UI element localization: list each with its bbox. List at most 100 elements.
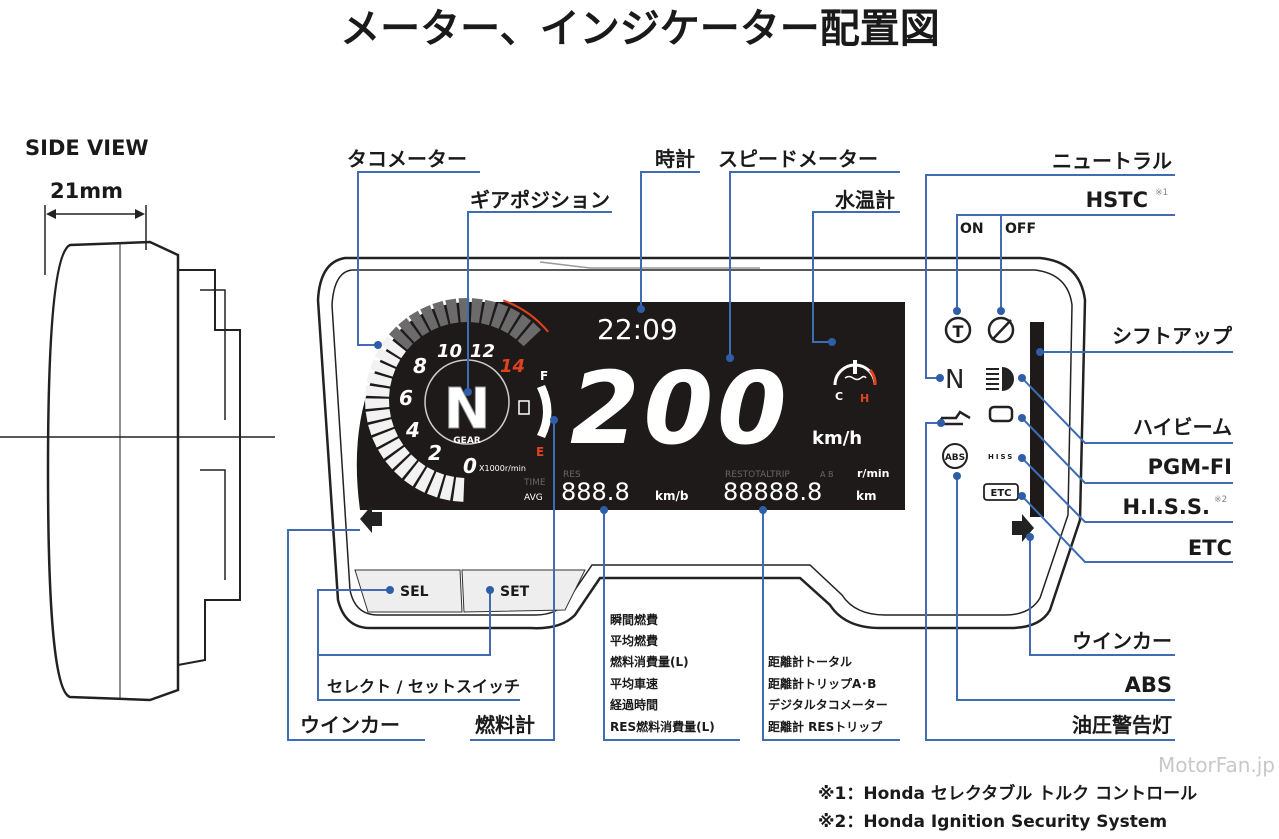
fuel-full-label: F <box>540 369 548 383</box>
fuel-gauge: F E <box>518 369 552 459</box>
tach-tick-14: 14 <box>500 356 525 377</box>
label-clock: 時計 <box>655 147 695 171</box>
tach-segment <box>366 372 392 387</box>
tach-redzone <box>502 299 549 333</box>
tach-segment <box>365 409 391 423</box>
meter-housing <box>316 256 1087 630</box>
tach-tick-12: 12 <box>470 341 495 362</box>
tach-segment <box>398 317 421 343</box>
tach-segment <box>490 302 509 329</box>
etc-icon <box>983 483 1019 501</box>
fuel-info-list: 瞬間燃費 平均燃費 燃料消費量(L) 平均車速 経過時間 RES燃料消費量(L) <box>610 612 715 734</box>
label-oil-warning: 油圧警告灯 <box>1072 713 1172 737</box>
avg-label: AVG <box>524 493 543 503</box>
tach-segment <box>381 336 406 359</box>
etc-icon-text: ETC <box>991 488 1012 499</box>
label-etc: ETC <box>1188 536 1232 560</box>
tach-segment <box>374 347 401 367</box>
odo-list-item: デジタルタコメーター <box>768 697 888 712</box>
fuel-pump-icon <box>518 400 530 415</box>
tach-segment <box>509 314 532 340</box>
tach-segment <box>408 310 430 336</box>
label-hstc-off: OFF <box>1005 221 1036 237</box>
watermark: MotorFan.jp <box>1158 753 1275 777</box>
fuel-list-item: RES燃料消費量(L) <box>610 719 715 734</box>
tach-segment <box>452 477 465 502</box>
clock-display: 22:09 <box>597 313 678 346</box>
set-button[interactable]: SET <box>500 584 530 600</box>
tach-segment <box>365 385 390 397</box>
label-high-beam: ハイビーム <box>1133 415 1232 439</box>
fuel-list-item: 瞬間燃費 <box>610 612 658 627</box>
tach-tick-0: 0 <box>463 454 477 478</box>
coolant-icon <box>844 360 867 381</box>
footnote-1: ※1：Honda セレクタブル トルク コントロール <box>818 783 1197 804</box>
label-gear-position: ギアポジション <box>470 188 610 212</box>
tachometer <box>365 298 549 502</box>
hstc-note: ※1 <box>1155 188 1168 198</box>
odo-ab: A B <box>820 470 834 479</box>
page-title: メーター、インジケーター配置図 <box>340 6 940 52</box>
odo-header: RESTOTALTRIP <box>725 470 790 480</box>
hstc-on-icon-glyph: T <box>953 322 964 341</box>
speed-unit: km/h <box>812 428 862 449</box>
label-winker-right: ウインカー <box>1072 629 1172 653</box>
water-temp-gauge: C H <box>833 360 877 405</box>
gear-label: GEAR <box>453 436 481 446</box>
tach-tick-10: 10 <box>437 341 462 362</box>
tach-segment <box>481 299 496 326</box>
label-pgm-fi: PGM-FI <box>1148 455 1232 479</box>
high-beam-icon <box>1002 367 1014 391</box>
hstc-on-icon <box>944 316 972 344</box>
label-hiss: H.I.S.S. <box>1122 495 1210 519</box>
odometer-unit: km <box>856 489 876 503</box>
abs-icon <box>942 443 968 469</box>
label-water-temp: 水温計 <box>835 188 895 212</box>
temp-cold-label: C <box>835 390 843 403</box>
fuel-list-item: 燃料消費量(L) <box>610 654 689 669</box>
tach-segment <box>368 419 394 436</box>
tach-segment <box>500 307 521 334</box>
indicators: T N ABS HISS ETC <box>360 316 1034 542</box>
odo-rpm-unit: r/min <box>857 467 890 480</box>
label-speedometer: スピードメーター <box>718 147 878 171</box>
tach-unit: X1000r/min <box>479 464 526 473</box>
set-button-label: SET <box>500 584 530 600</box>
side-view: SIDE VIEW 21mm <box>0 136 275 702</box>
leader-lines <box>287 171 1233 741</box>
hstc-off-icon <box>987 316 1015 344</box>
tach-segment <box>439 475 455 501</box>
tach-segment <box>394 454 418 479</box>
tach-tick-4: 4 <box>405 418 420 442</box>
tach-segment <box>378 438 404 459</box>
tach-segment <box>372 428 398 448</box>
hiss-icon: HISS <box>988 453 1014 461</box>
speed-display: 200 <box>570 350 791 467</box>
trip-economy-value: 888.8 <box>561 478 630 506</box>
tach-segment <box>458 298 470 323</box>
oil-pressure-icon <box>939 410 971 426</box>
sel-button[interactable]: SEL <box>400 584 429 600</box>
tach-segment <box>445 298 459 324</box>
hiss-note: ※2 <box>1214 495 1227 505</box>
res-label: RES <box>563 470 581 480</box>
label-hstc: HSTC <box>1086 188 1148 212</box>
odo-list-item: 距離計トータル <box>768 654 852 669</box>
tach-segment <box>415 467 435 493</box>
side-view-label: SIDE VIEW <box>25 136 149 160</box>
temp-hot-label: H <box>860 392 869 405</box>
tach-segment <box>365 398 390 410</box>
label-tachometer: タコメーター <box>347 147 467 171</box>
trip-economy-unit: km/b <box>655 489 689 503</box>
label-abs: ABS <box>1125 673 1172 697</box>
tach-segment <box>369 359 396 377</box>
tach-segment <box>385 446 410 470</box>
fuel-list-item: 平均車速 <box>610 676 658 691</box>
label-fuel-gauge: 燃料計 <box>475 713 535 737</box>
left-turn-signal-icon <box>360 505 382 533</box>
odometer-info-list: 距離計トータル 距離計トリップA･B デジタルタコメーター 距離計 RESトリッ… <box>768 654 888 734</box>
tach-segment <box>517 322 541 347</box>
sel-button-label: SEL <box>400 584 429 600</box>
tach-labels: 0 2 4 6 8 10 12 14 X1000r/min <box>399 341 526 478</box>
side-view-dimension: 21mm <box>50 179 123 203</box>
